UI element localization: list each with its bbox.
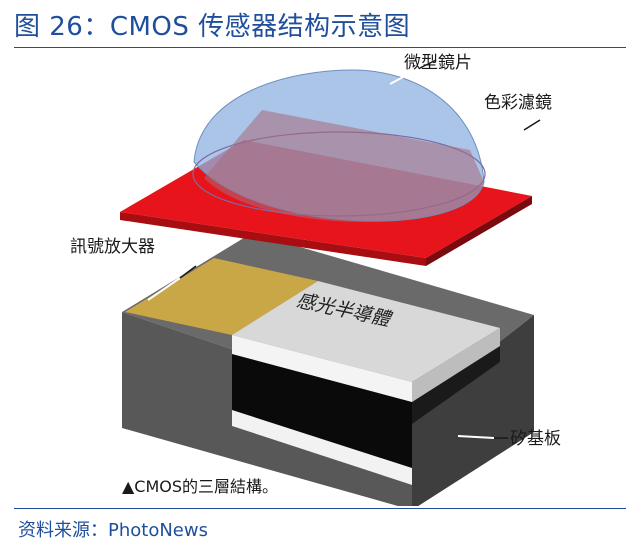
callout-color-filter-ext <box>523 119 541 131</box>
substrate-cavity-wall <box>412 340 500 424</box>
source-note: 资料来源：PhotoNews <box>18 520 208 541</box>
diagram-caption: ▲CMOS的三層結構。 <box>122 477 278 496</box>
figure-title: 图 26：CMOS 传感器结构示意图 <box>14 12 411 42</box>
callout-color-filter <box>491 129 525 151</box>
micro-lens-overlap <box>204 110 484 223</box>
semiconductor-front <box>232 335 412 402</box>
semiconductor-top <box>232 281 500 382</box>
color-filter-side-edge <box>426 196 532 266</box>
callout-substrate <box>457 435 495 439</box>
cmos-structure-diagram: 感光半導體 微型鏡片 色彩濾鏡 訊號放大器 矽基板 ▲CMOS的三層結構。 <box>70 53 561 506</box>
substrate-cavity-floor <box>232 410 412 485</box>
semiconductor-side <box>412 328 500 402</box>
substrate-cavity <box>232 346 412 485</box>
micro-lens <box>192 69 486 223</box>
source-divider <box>14 508 626 509</box>
callout-lines <box>147 67 525 439</box>
color-filter-front-edge <box>120 212 426 266</box>
signal-amplifier <box>125 258 318 335</box>
title-divider <box>14 47 626 48</box>
micro-lens-label: 微型鏡片 <box>404 53 472 73</box>
substrate-right-face <box>412 315 534 506</box>
callout-micro-lens <box>389 67 421 85</box>
callout-amplifier <box>147 277 181 301</box>
signal-amplifier-label: 訊號放大器 <box>70 237 155 257</box>
silicon-substrate-label: 矽基板 <box>510 429 561 449</box>
callout-amplifier-ext <box>179 265 197 279</box>
callout-micro-lens-ext <box>419 59 437 69</box>
photo-semiconductor <box>232 281 500 402</box>
color-filter-label: 色彩濾鏡 <box>484 93 552 113</box>
